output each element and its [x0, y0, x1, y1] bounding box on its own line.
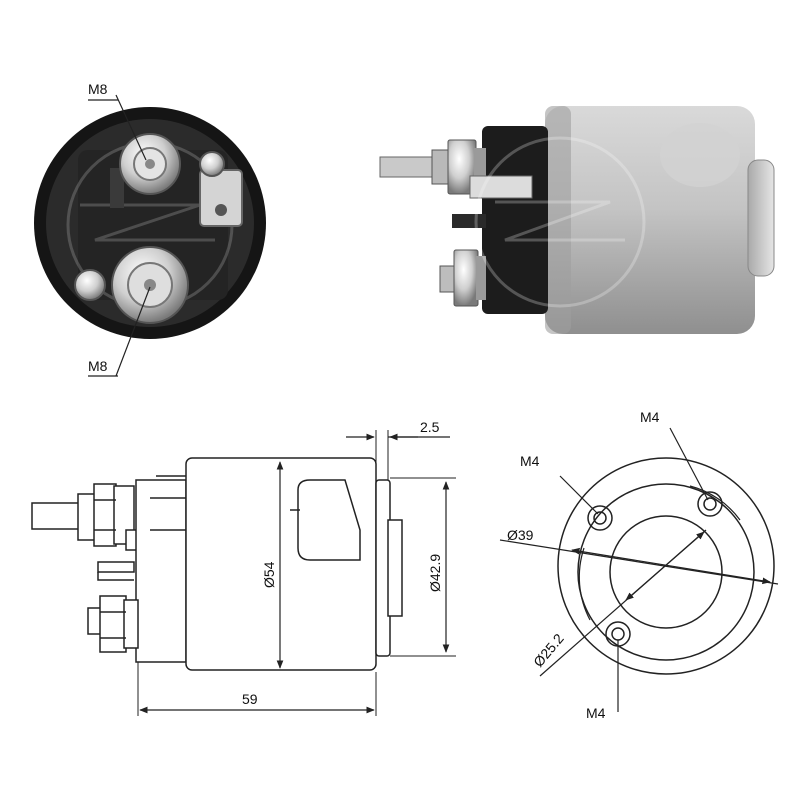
- hole-label-bottom: M4: [586, 705, 606, 721]
- bolt-hole-top-right: [697, 491, 723, 517]
- side-stud-bottom: [439, 249, 486, 307]
- thread-label-top: M8: [88, 81, 108, 97]
- dim-flange-thickness-label: 2.5: [420, 419, 440, 435]
- bolt-hole-left: [587, 505, 613, 531]
- outer-circle: [557, 457, 775, 675]
- mounting-circle: [577, 483, 755, 661]
- photo-end-view: M8 M8: [34, 81, 266, 377]
- side-stud-top: [379, 139, 486, 195]
- photo-side-view: [379, 106, 775, 334]
- dim-length-label: 59: [242, 691, 258, 707]
- terminal-stud-top: [110, 133, 181, 208]
- shaft-outline: [31, 502, 83, 530]
- plunger-end-cap: [747, 159, 775, 277]
- watermark-logo-side: [474, 136, 646, 308]
- drawing-side-view: [31, 430, 456, 716]
- terminal-stud-bottom: [74, 246, 189, 324]
- leader-hole-top-right: [669, 427, 709, 501]
- hole-label-top-right: M4: [640, 409, 660, 425]
- leader-line-top: [115, 94, 147, 161]
- side-view-dimensions: [139, 433, 450, 714]
- dim-body-diameter-label: Ø54: [261, 561, 277, 588]
- thread-label-bottom: M8: [88, 358, 108, 374]
- terminal-cap: [482, 126, 548, 314]
- side-spade-terminal: [469, 175, 533, 199]
- dim-center-bore-label: Ø25.2: [530, 630, 567, 670]
- spade-terminal: [199, 151, 243, 227]
- dim-flange-diameter-label: Ø42.9: [427, 554, 443, 592]
- hole-label-left: M4: [520, 453, 540, 469]
- front-view-dimensions: [499, 427, 779, 712]
- dim-pcd-label: Ø39: [507, 527, 534, 543]
- leader-line-bottom: [115, 286, 151, 377]
- side-connector: [452, 214, 486, 228]
- leader-hole-left: [559, 475, 599, 515]
- dim-line-pcd: [499, 539, 779, 585]
